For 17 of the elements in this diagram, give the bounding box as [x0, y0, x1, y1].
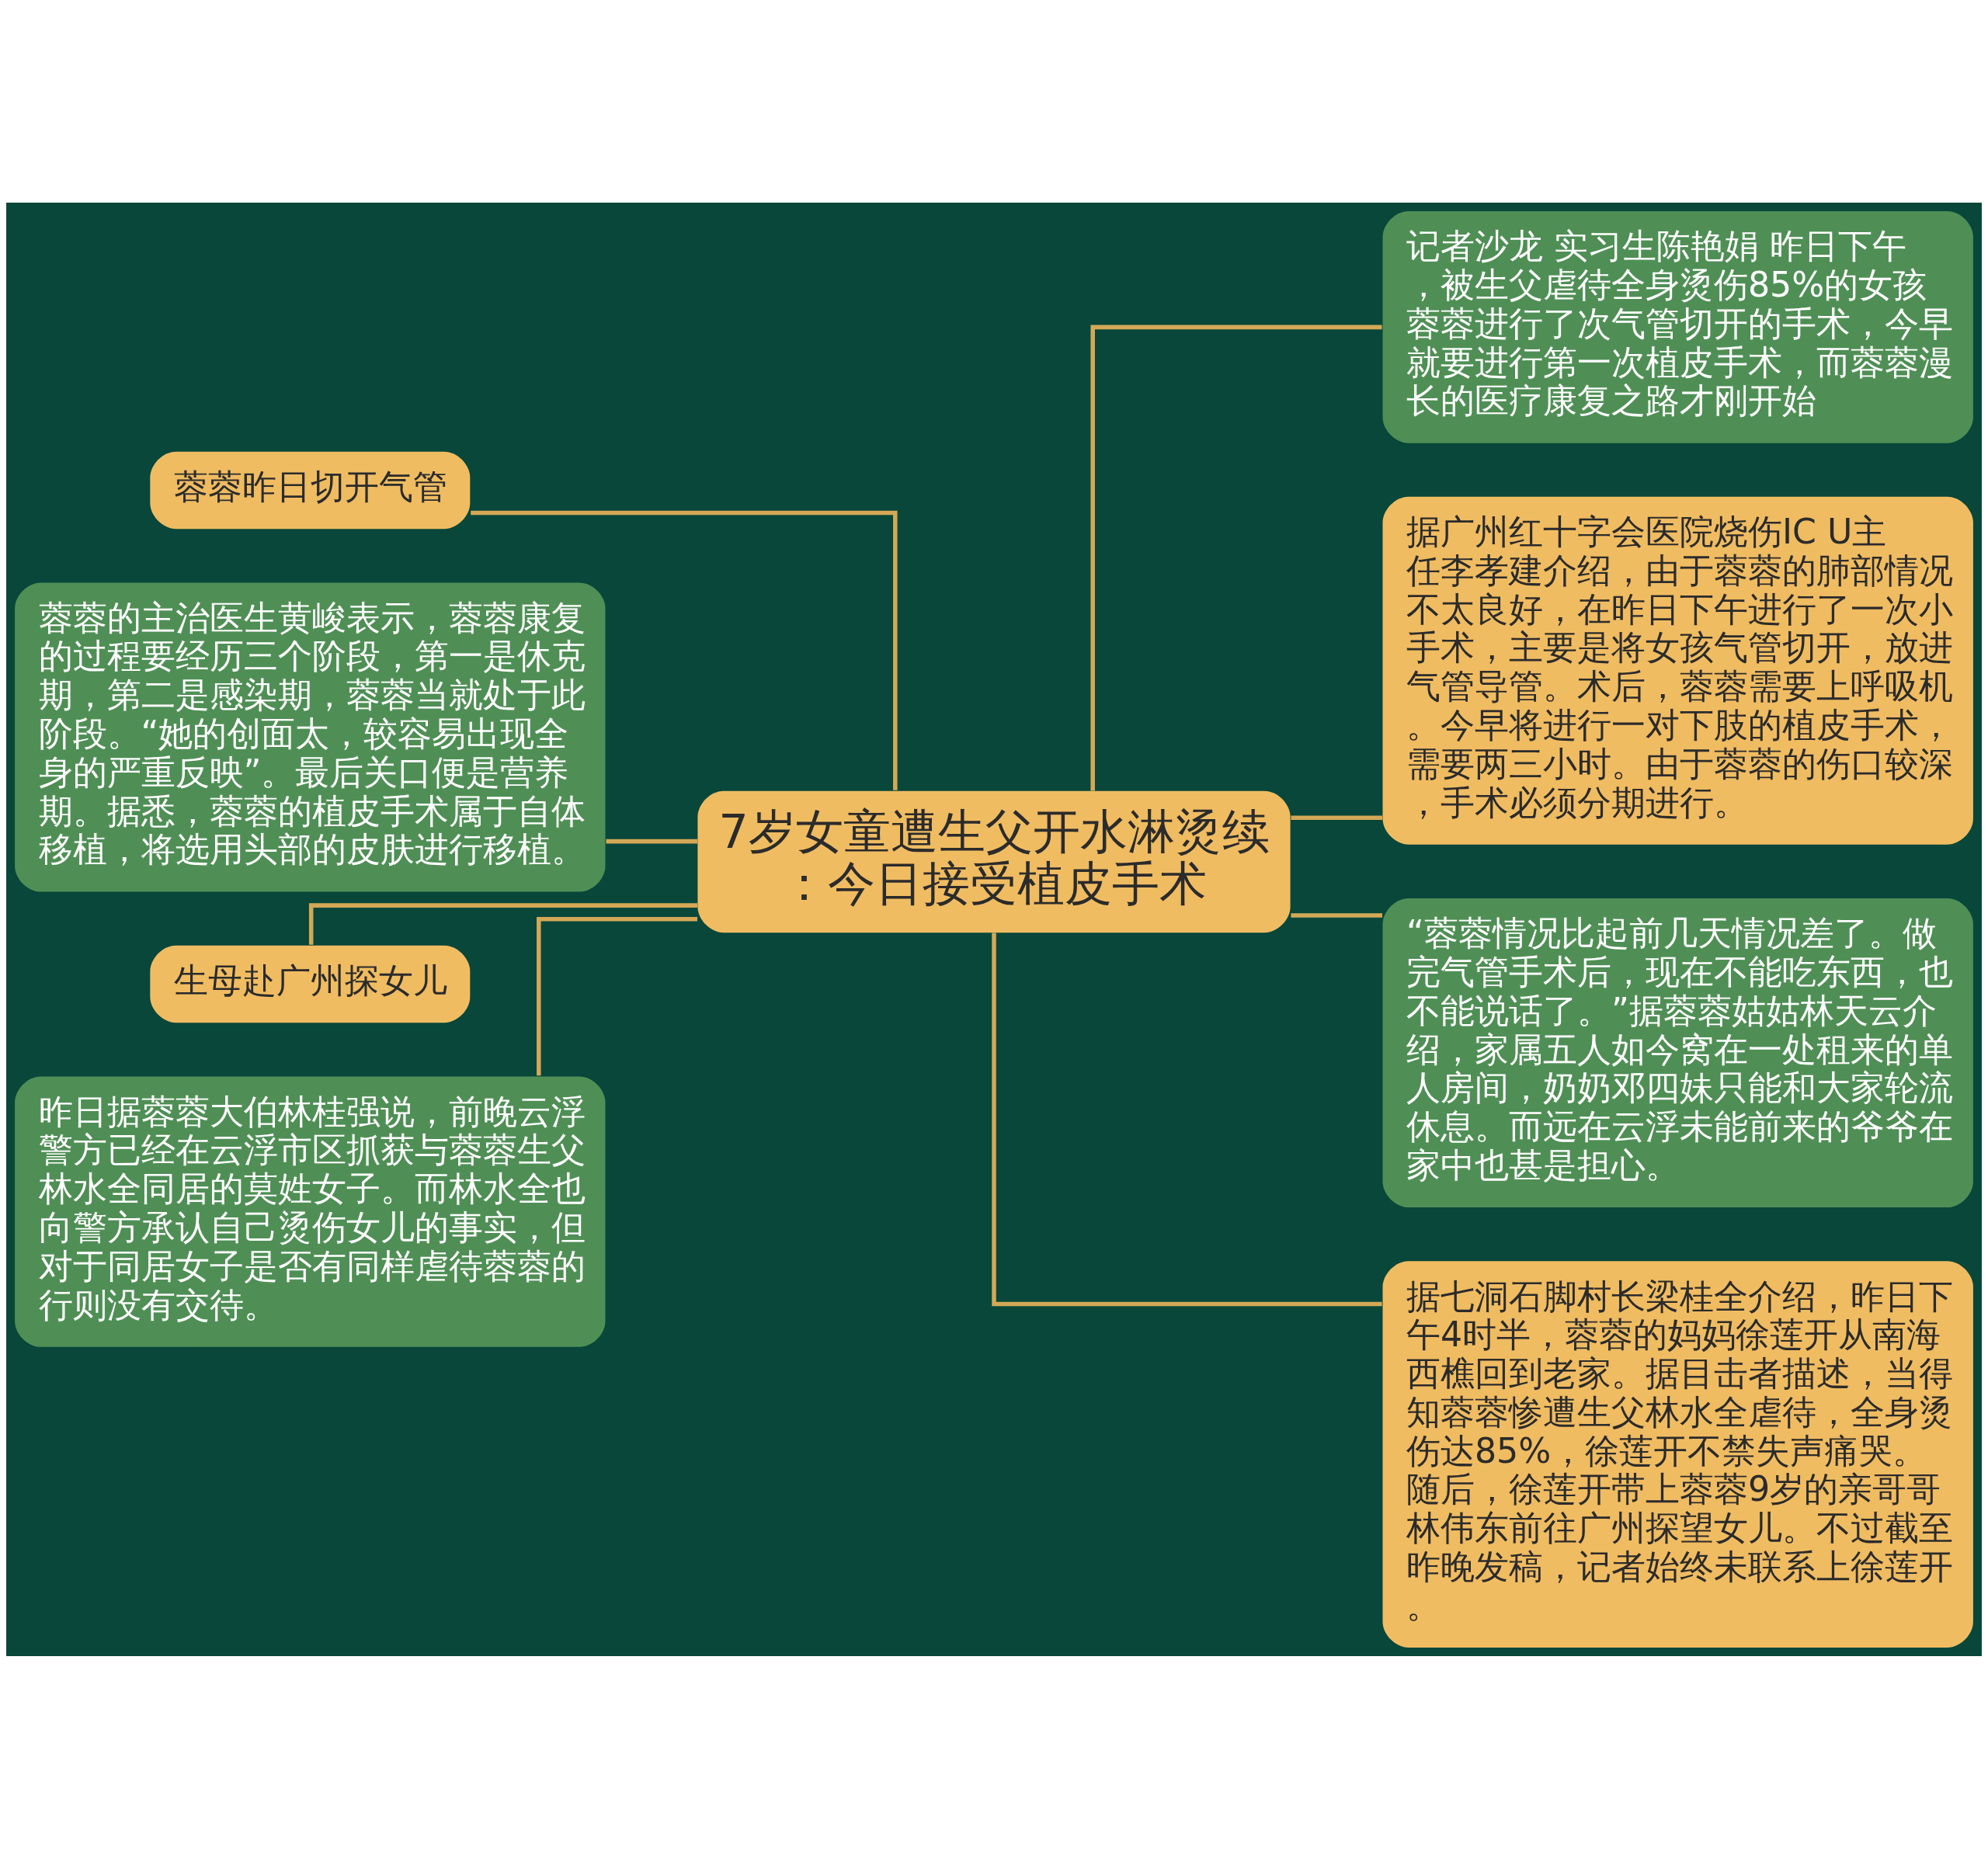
connector	[992, 932, 1382, 1306]
connector	[537, 916, 697, 1075]
node-box: 据七洞石脚村长梁桂全介绍，昨日下午4时半，蓉蓉的妈妈徐莲开从南海西樵回到老家。据目击者描述，当得知蓉蓉惨遭生父林水全虐待，全身烫伤达85%，徐莲开不禁失声痛哭。随后，徐莲开带上蓉蓉9岁的亲哥哥林伟东前往广州探望女儿。不过截至昨晚发稿，记者始终未联系上徐莲开。	[1382, 1260, 1973, 1648]
connector	[308, 902, 698, 945]
node-box: “蓉蓉情况比起前几天情况差了。做完气管手术后，现在不能吃东西，也不能说话了。”据蓉蓉姑姑林天云介绍，家属五人如今窝在一处租来的单人房间，奶奶邓四妹只能和大家轮流休息。而远在云浮未能前来的爷爷在家中也甚是担心。	[1382, 898, 1973, 1207]
node-box: 据广州红十字会医院烧伤IC U主任李孝建介绍，由于蓉蓉的肺部情况不太良好，在昨日下午进行了一次小手术，主要是将女孩气管切开，放进气管导管。术后，蓉蓉需要上呼吸机。今早将进行一对下肢的植皮手术，需要两三小时。由于蓉蓉的伤口较深，手术必须分期进行。	[1382, 496, 1973, 845]
node-box: 蓉蓉的主治医生黄峻表示，蓉蓉康复的过程要经历三个阶段，第一是休克期，第二是感染期，蓉蓉当就处于此阶段。“她的创面太，较容易出现全身的严重反映”。最后关口便是营养期。据悉，蓉蓉的植皮手术属于自体移植，将选用头部的皮肤进行移植。	[15, 582, 606, 892]
node-box: 7岁女童遭生父开水淋烫续：今日接受植皮手术	[697, 790, 1291, 932]
connector	[1090, 325, 1382, 790]
node-box: 昨日据蓉蓉大伯林桂强说，前晚云浮警方已经在云浮市区抓获与蓉蓉生父林水全同居的莫姓女子。而林水全也向警方承认自己烫伤女儿的事实，但对于同居女子是否有同样虐待蓉蓉的行则没有交待。	[15, 1075, 606, 1347]
node-box: 记者沙龙 实习生陈艳娟 昨日下午，被生父虐待全身烫伤85%的女孩蓉蓉进行了次气管切开的手术，今早就要进行第一次植皮手术，而蓉蓉漫长的医疗康复之路才刚开始	[1382, 210, 1973, 443]
connector	[471, 510, 898, 790]
connector	[606, 839, 698, 843]
node-box: 生母赴广州探女儿	[150, 945, 471, 1023]
connector	[1291, 912, 1382, 918]
connector	[1291, 814, 1382, 820]
node-box: 蓉蓉昨日切开气管	[150, 451, 471, 529]
